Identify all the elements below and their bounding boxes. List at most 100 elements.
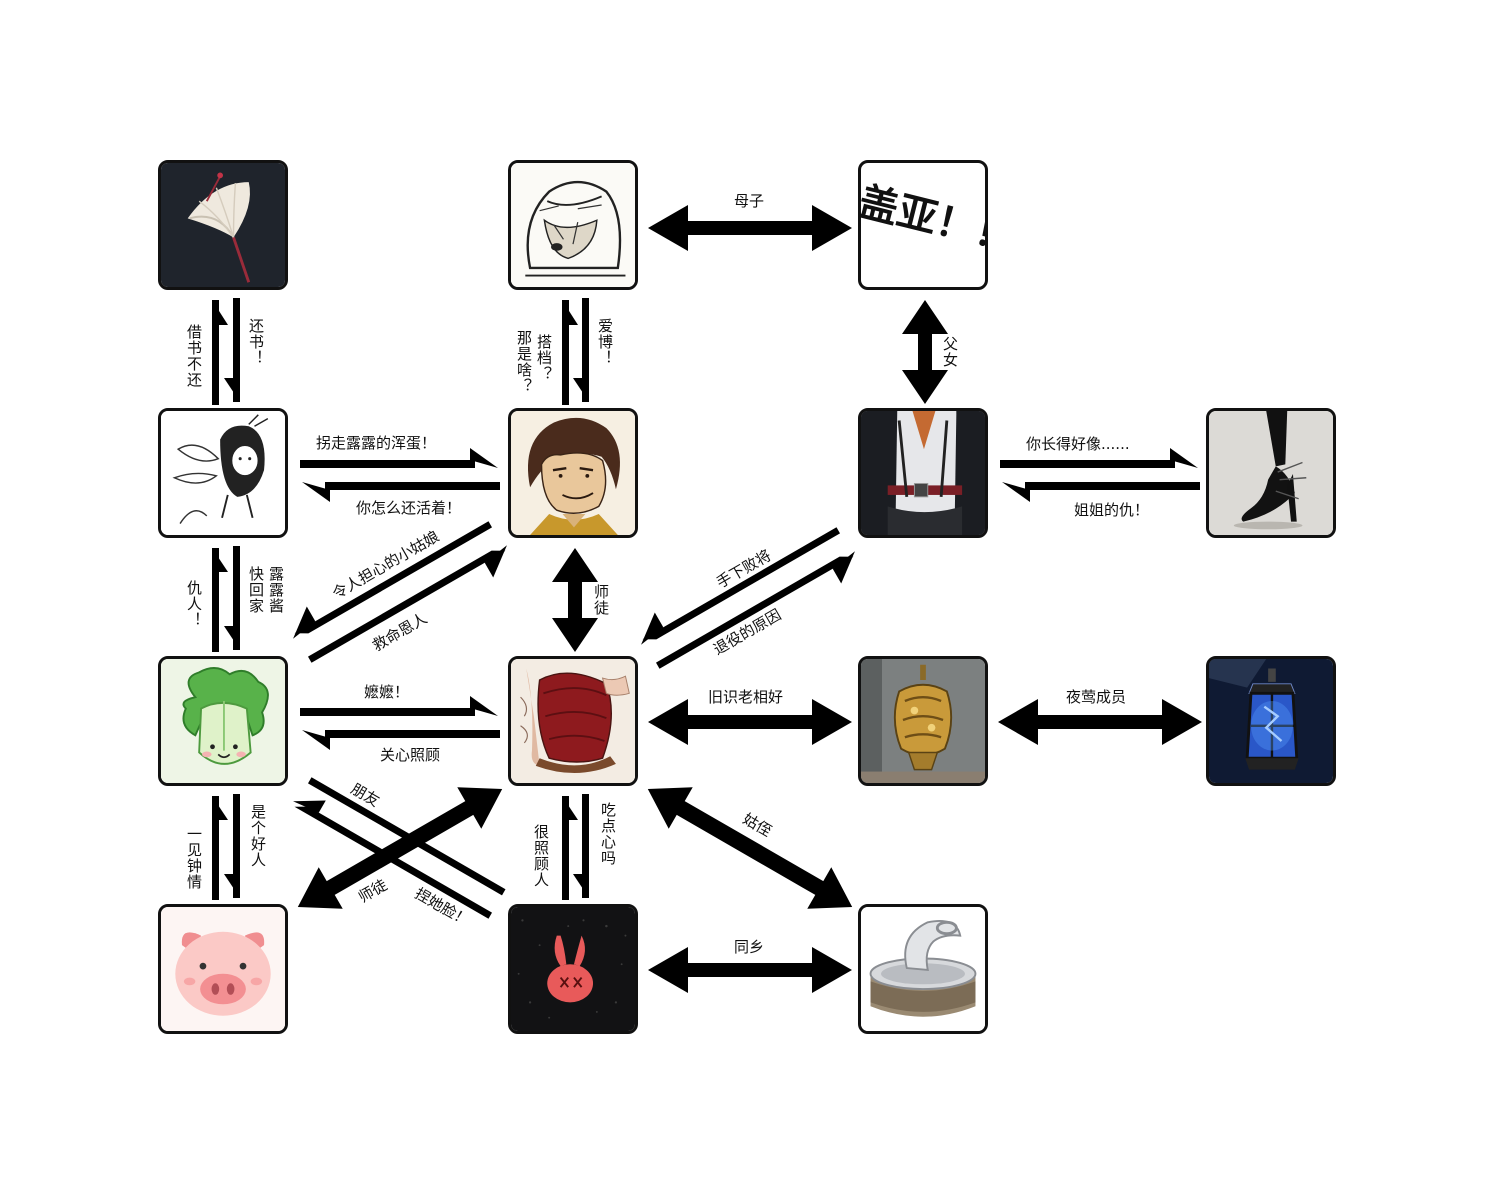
arrow-fairy-to-umbrella-head <box>212 300 228 325</box>
arrow-book-to-suited <box>656 556 854 669</box>
node-red-book[interactable] <box>508 656 638 786</box>
label-suited-heels-left: 姐姐的仇！ <box>1074 501 1150 519</box>
tin-can-icon <box>861 907 985 1031</box>
label-book-rabbit-up: 吃点心吗 <box>599 802 617 866</box>
arrow-pig-to-cabbage <box>212 796 219 900</box>
label-suited-heels-right: 你长得好像...... <box>1026 435 1130 453</box>
arrow-rabbit-can <box>648 947 852 993</box>
arrow-book-to-rabbit-head <box>573 874 589 898</box>
label-censer-lantern: 夜莺成员 <box>1066 688 1127 706</box>
arrow-cabbage-to-pig <box>233 794 240 898</box>
arrow-curly-to-cabbage-head <box>293 606 316 639</box>
golden-censer-icon <box>861 659 985 783</box>
arrow-book-to-rabbit <box>582 794 589 898</box>
node-pig[interactable] <box>158 904 288 1034</box>
arrow-suited-to-book-head <box>641 612 664 645</box>
arrow-heels-to-suited <box>1025 482 1200 490</box>
label-sketch-curly-up: 那是啥？ <box>515 330 533 394</box>
label-sketch-gaia: 母子 <box>734 192 765 210</box>
sketch-character-icon <box>511 163 635 287</box>
arrow-umbrella-to-fairy <box>233 298 240 402</box>
label-umbrella-fairy-up: 借书不还 <box>185 324 203 388</box>
arrow-fairy-to-cabbage-head <box>224 626 240 650</box>
arrow-sketch-gaia <box>648 205 852 251</box>
label-curly-book: 师徒 <box>592 584 610 616</box>
label-cabbage-pig-up: 是个好人 <box>249 804 267 868</box>
node-curly-man[interactable] <box>508 408 638 538</box>
arrow-book-pig <box>297 787 503 909</box>
gaia-text-card: 盖亚！！ <box>858 177 988 263</box>
arrow-suited-to-heels <box>1000 460 1175 468</box>
node-censer[interactable] <box>858 656 988 786</box>
arrow-book-censer <box>648 699 852 745</box>
node-cabbage[interactable] <box>158 656 288 786</box>
fairy-doodle-icon <box>161 411 285 535</box>
arrow-fairy-to-curly <box>300 460 475 468</box>
suited-man-icon <box>861 411 985 535</box>
umbrella-icon <box>161 163 285 287</box>
label-cabbage-book-right: 嬷嬷！ <box>364 683 410 701</box>
cabbage-icon <box>161 659 285 783</box>
arrow-suited-to-heels-head <box>1170 448 1198 468</box>
label-sketch-curly-down: 爱博！ <box>596 318 614 366</box>
label-book-rabbit-down: 很照顾人 <box>532 824 550 888</box>
arrow-suited-to-book <box>642 527 840 640</box>
arrow-fairy-to-curly-head <box>470 448 498 468</box>
node-lantern[interactable] <box>1206 656 1336 786</box>
arrow-cabbage-to-fairy-head <box>212 548 228 572</box>
arrow-rabbit-to-cabbage-head <box>293 800 326 813</box>
label-sketch-curly-mid: 搭档？ <box>535 334 553 382</box>
label-fairy-cabbage-up: 仇人！ <box>185 580 203 628</box>
arrow-cabbage-to-book <box>300 708 475 716</box>
arrow-book-can <box>647 787 853 909</box>
curly-hair-man-icon <box>511 411 635 535</box>
label-gaia-suited: 父女 <box>941 336 959 368</box>
node-rabbit[interactable] <box>508 904 638 1034</box>
label-cabbage-pig-down: 一见钟情 <box>185 826 203 890</box>
arrow-sketch-to-curly-head <box>573 378 589 402</box>
arrow-pig-to-cabbage-head <box>212 796 228 820</box>
arrow-cabbage-to-pig-head <box>224 874 240 898</box>
node-gaia[interactable]: 盖亚！！ <box>858 160 988 290</box>
arrow-censer-lantern <box>998 699 1202 745</box>
label-fairy-curly-left: 你怎么还活着！ <box>356 499 462 517</box>
arrow-book-to-suited-head <box>832 551 855 584</box>
node-umbrella[interactable] <box>158 160 288 290</box>
label-cabbage-book-left: 关心照顾 <box>380 746 441 764</box>
label-rabbit-can: 同乡 <box>734 938 765 956</box>
red-rabbit-icon <box>511 907 635 1031</box>
arrow-cabbage-to-curly-head <box>484 545 507 578</box>
arrow-curly-book <box>552 548 598 652</box>
arrow-book-to-cabbage <box>325 730 500 738</box>
arrow-cabbage-to-curly <box>308 550 506 663</box>
arrow-fairy-to-cabbage <box>233 546 240 650</box>
node-fairy[interactable] <box>158 408 288 538</box>
arrow-curly-to-sketch-head <box>562 300 578 325</box>
arrow-rabbit-to-cabbage <box>294 806 492 919</box>
node-can[interactable] <box>858 904 988 1034</box>
arrow-gaia-suited <box>902 300 948 404</box>
label-umbrella-fairy-down: 还书！ <box>247 318 265 366</box>
black-heels-icon <box>1209 411 1333 535</box>
arrow-curly-to-cabbage <box>294 521 492 634</box>
arrow-curly-to-fairy-head <box>302 482 330 502</box>
arrow-rabbit-to-book-head <box>562 796 578 820</box>
arrow-curly-to-fairy <box>325 482 500 490</box>
arrow-fairy-to-umbrella <box>212 300 219 405</box>
arrow-cabbage-to-book-head <box>470 696 498 716</box>
label-book-censer: 旧识老相好 <box>708 688 784 706</box>
arrow-rabbit-to-book <box>562 796 569 900</box>
node-sketch-boy[interactable] <box>508 160 638 290</box>
arrow-cabbage-to-fairy <box>212 548 219 652</box>
arrow-curly-to-sketch <box>562 300 569 405</box>
arrow-book-to-cabbage-head <box>302 730 330 750</box>
label-fairy-cabbage-down-2: 露露酱 <box>267 566 285 614</box>
arrow-sketch-to-curly <box>582 298 589 402</box>
node-suited-man[interactable] <box>858 408 988 538</box>
label-fairy-cabbage-down-1: 快回家 <box>247 566 265 614</box>
label-fairy-curly-right: 拐走露露的浑蛋！ <box>316 434 437 452</box>
node-heels[interactable] <box>1206 408 1336 538</box>
blue-lantern-icon <box>1209 659 1333 783</box>
